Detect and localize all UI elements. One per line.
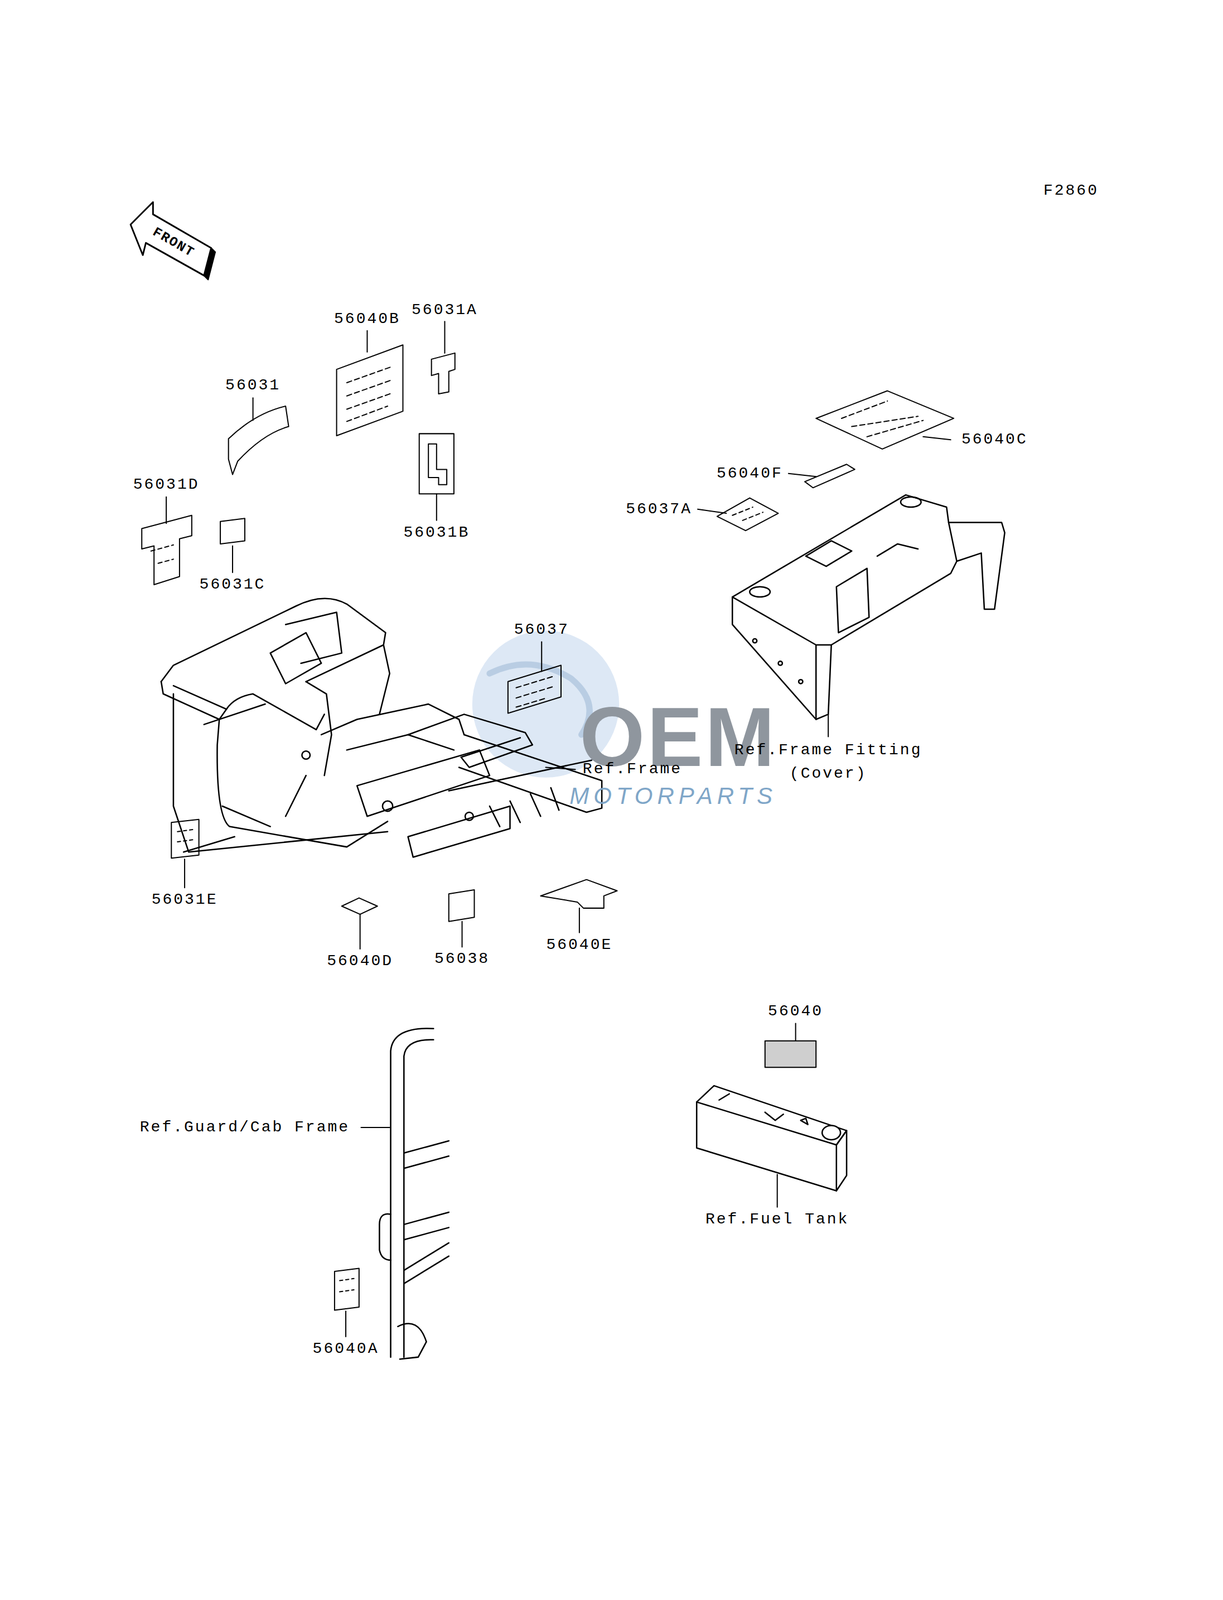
reference-label: Ref.Frame Fitting (Cover) [716, 738, 940, 786]
reference-label: Ref.Frame [582, 757, 683, 781]
reference-label: Ref.Guard/Cab Frame [139, 1115, 350, 1139]
direction-label: FRONT [148, 222, 198, 263]
callout-number: 56040A [312, 1336, 380, 1361]
callout-number: 56037A [625, 497, 693, 521]
watermark-text: MOTORPARTS [569, 784, 777, 808]
callout-number: 56031C [199, 572, 267, 597]
callout-number: 56037 [514, 617, 570, 642]
callout-number: 56031 [225, 373, 281, 398]
callout-number: 56040D [326, 949, 394, 973]
figure-code: F2860 [1043, 179, 1099, 203]
callout-number: 56040E [545, 933, 613, 957]
callout-number: 56038 [434, 946, 490, 971]
callout-number: 56040F [716, 461, 783, 486]
callout-number: 56031B [403, 520, 470, 545]
callout-number: 56040B [334, 307, 401, 331]
callout-number: 56040 [767, 999, 824, 1023]
callout-number: 56031D [133, 472, 200, 497]
reference-label: Ref.Fuel Tank [705, 1207, 849, 1231]
callout-number: 56031A [411, 298, 478, 322]
callout-number: 56031E [151, 887, 219, 912]
callout-number: 56040C [961, 427, 1028, 452]
